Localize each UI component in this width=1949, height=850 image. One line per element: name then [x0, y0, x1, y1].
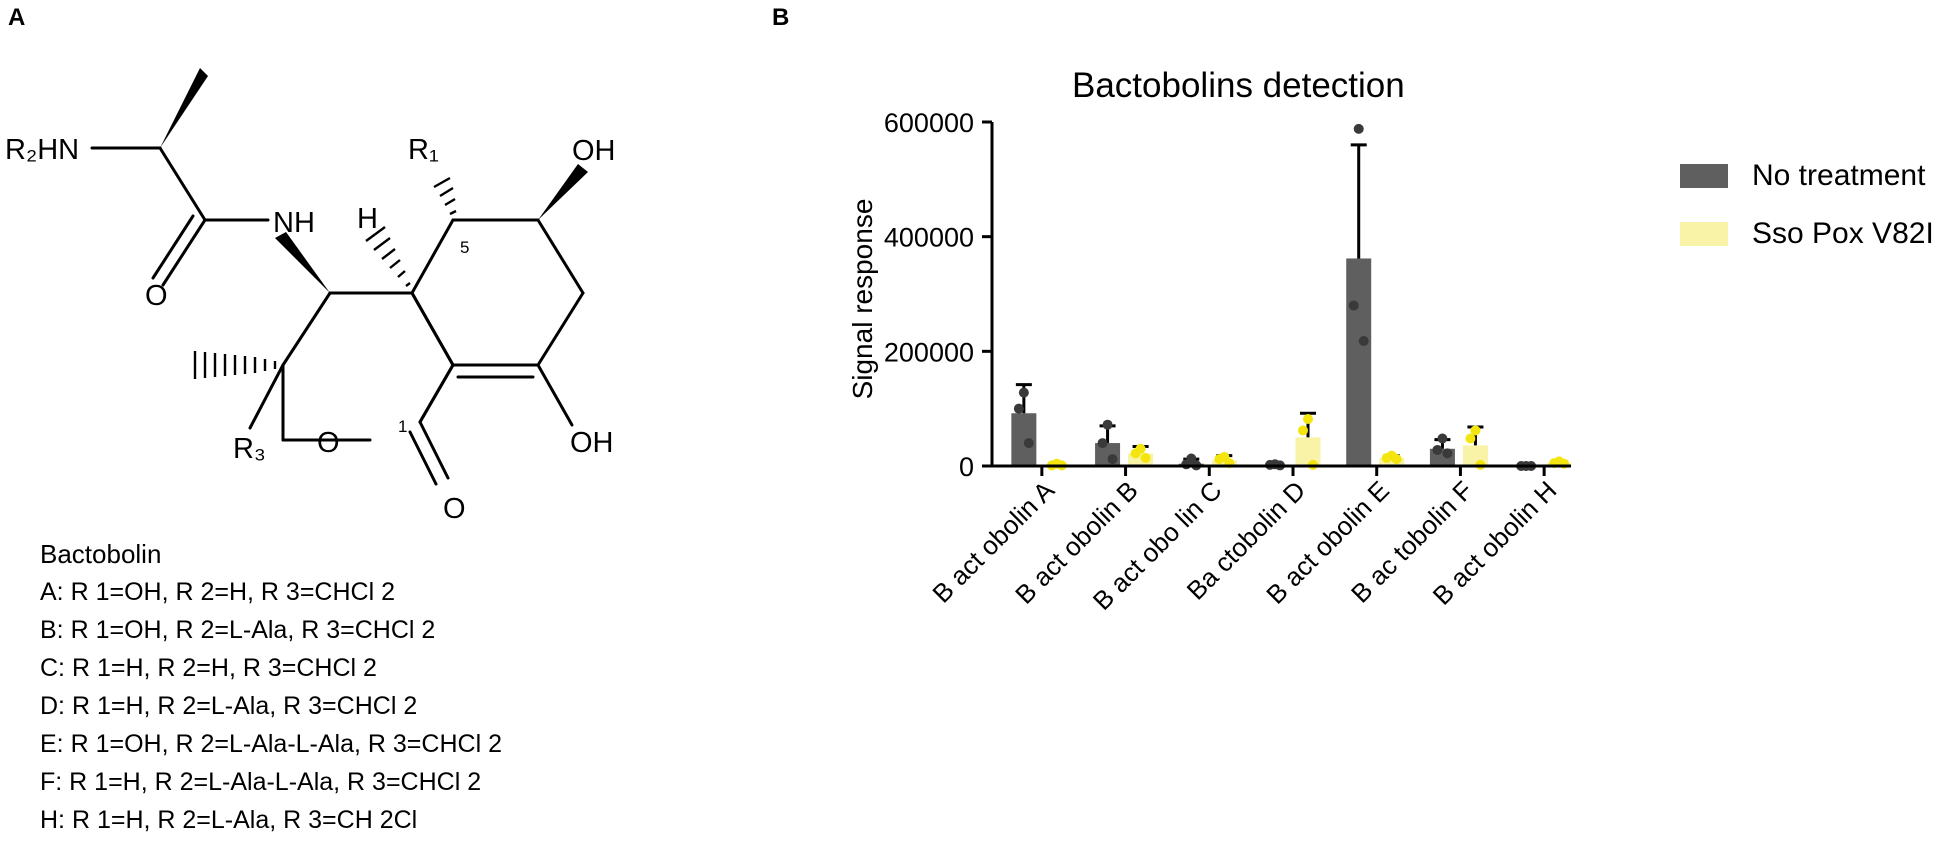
legend-swatch-no-treatment — [1680, 164, 1728, 188]
bond — [158, 146, 207, 222]
hash-bond — [373, 237, 391, 251]
label-r1: R₁ — [408, 134, 439, 166]
data-point — [1303, 413, 1313, 424]
legend-item-sso-pox: Sso Pox V82I — [1680, 216, 1934, 252]
bar — [1095, 443, 1121, 466]
label-amide-o: O — [145, 280, 168, 312]
y-tick-label: 200000 — [884, 337, 974, 367]
bond — [536, 363, 574, 427]
legend-swatch-sso-pox — [1680, 222, 1728, 246]
bond — [248, 363, 285, 430]
bond — [151, 214, 195, 280]
bond — [418, 420, 450, 480]
label-nh: NH — [273, 207, 315, 239]
variant-a: A: R 1=OH, R 2=H, R 3=CHCl 2 — [40, 578, 395, 606]
label-r2hn: R₂HN — [5, 134, 79, 166]
hash-bond — [397, 270, 406, 278]
panel-b: B Bactobolins detection 0 200000 400000 600… — [760, 0, 1949, 850]
data-point — [1348, 300, 1359, 311]
bond — [161, 218, 207, 287]
y-tick-label: 0 — [959, 452, 974, 482]
chart-title: Bactobolins detection — [1072, 66, 1405, 105]
hash-bond — [381, 248, 396, 260]
panel-a-label: A — [8, 4, 26, 31]
y-axis-label: Signal response — [847, 199, 878, 400]
data-point — [1130, 448, 1141, 459]
bar — [1011, 413, 1037, 466]
bond — [536, 218, 585, 295]
label-oh-bottom: OH — [570, 427, 614, 459]
data-point — [1181, 459, 1192, 470]
bar — [1379, 457, 1405, 466]
data-point — [1432, 444, 1443, 455]
data-point — [1381, 452, 1392, 463]
label-ring-o: O — [317, 427, 340, 459]
bond — [410, 291, 455, 367]
bond — [281, 291, 332, 367]
variant-list-heading: Bactobolin — [40, 539, 162, 569]
label-position-5: 5 — [460, 238, 469, 257]
hash-bond — [365, 226, 386, 242]
label-position-1: 1 — [398, 417, 407, 436]
data-point — [1298, 425, 1308, 436]
data-point — [1470, 425, 1481, 436]
bactobolin-structure: R₂HN NH O R₁ OH H R₃ O OH O 5 1 — [5, 68, 616, 520]
bactobolin-variant-list: Bactobolin A: R 1=OH, R 2=H, R 3=CHCl 2 … — [40, 535, 502, 839]
data-point — [1140, 452, 1151, 463]
bond — [408, 430, 438, 486]
panel-a: A — [0, 0, 760, 850]
data-point — [1023, 438, 1034, 449]
variant-e: E: R 1=OH, R 2=L-Ala-L-Ala, R 3=CHCl 2 — [40, 730, 502, 758]
wedge-bond — [160, 68, 208, 148]
label-carbonyl-o: O — [443, 493, 466, 520]
data-point — [1214, 454, 1225, 465]
variant-b: B: R 1=OH, R 2=L-Ala, R 3=CHCl 2 — [40, 616, 436, 644]
bar — [1211, 460, 1237, 466]
data-point — [1465, 433, 1476, 444]
legend-label-no-treatment: No treatment — [1752, 159, 1926, 192]
bar — [1346, 258, 1372, 466]
variant-d: D: R 1=H, R 2=L-Ala, R 3=CHCl 2 — [40, 692, 418, 720]
bond — [410, 218, 455, 295]
data-point — [1437, 433, 1448, 444]
label-h: H — [357, 203, 378, 235]
bond — [536, 291, 585, 367]
data-point — [1097, 438, 1108, 449]
hash-bond — [433, 176, 451, 189]
panel-b-label: B — [772, 4, 790, 31]
data-point — [1018, 387, 1029, 398]
bond — [418, 363, 455, 424]
hash-bond — [389, 259, 401, 269]
variant-f: F: R 1=H, R 2=L-Ala-L-Ala, R 3=CHCl 2 — [40, 768, 482, 796]
y-tick-label: 600000 — [884, 108, 974, 138]
data-point — [1442, 448, 1453, 459]
data-point — [1391, 454, 1402, 465]
legend-item-no-treatment: No treatment — [1680, 158, 1934, 194]
data-point — [1358, 336, 1369, 347]
hash-bond — [405, 282, 411, 287]
data-point — [1107, 454, 1118, 465]
hash-bond — [444, 197, 456, 207]
data-point — [1353, 123, 1364, 134]
label-r3: R₃ — [233, 433, 266, 465]
data-point — [1102, 419, 1113, 430]
variant-h: H: R 1=H, R 2=L-Ala, R 3=CH 2Cl — [40, 806, 418, 834]
chart-legend: No treatment Sso Pox V82I — [1680, 158, 1934, 274]
variant-c: C: R 1=H, R 2=H, R 3=CHCl 2 — [40, 654, 377, 682]
y-tick-label: 400000 — [884, 223, 974, 253]
legend-label-sso-pox: Sso Pox V82I — [1752, 217, 1934, 250]
data-point — [1013, 403, 1024, 414]
hash-bond — [439, 186, 454, 198]
label-oh-top: OH — [572, 135, 616, 167]
wedge-bond — [275, 232, 330, 293]
wedge-bond — [538, 164, 588, 220]
hash-bond — [449, 209, 457, 216]
